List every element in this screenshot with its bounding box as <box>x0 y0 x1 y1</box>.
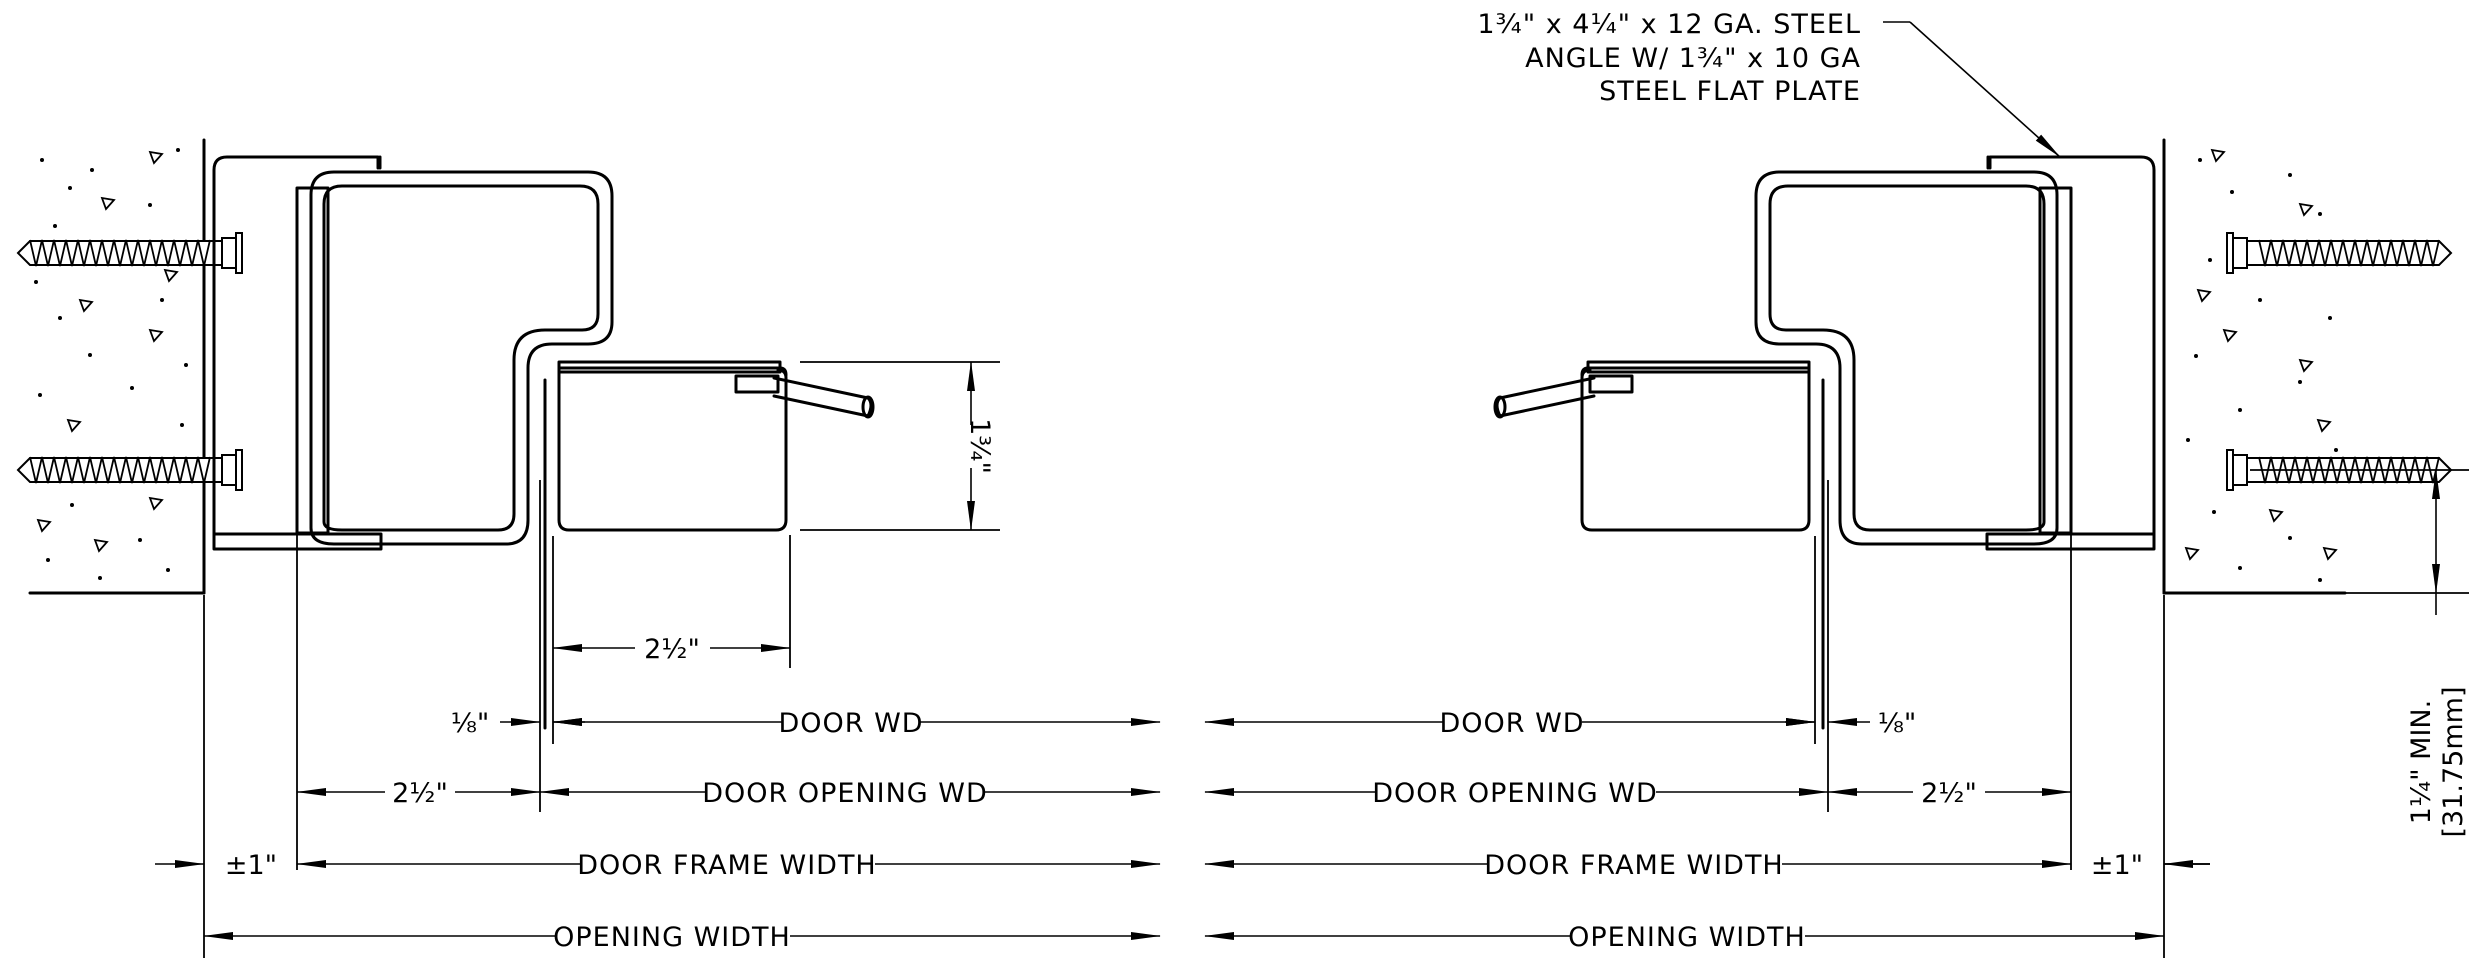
min-edge-metric-label: [31.75mm] <box>2438 687 2469 838</box>
door-wd-right-label: DOOR WD <box>1439 708 1584 739</box>
frame-depth-left-label: 2½" <box>392 778 448 809</box>
gap-right-label: ⅛" <box>1878 708 1917 739</box>
right-frame-profile <box>1754 170 2059 546</box>
door-thickness-label: 1¾" <box>964 418 995 474</box>
door-wd-left-label: DOOR WD <box>778 708 923 739</box>
door-opening-wd-right-label: DOOR OPENING WD <box>1372 778 1658 809</box>
callout-note: 1¾" x 4¼" x 12 GA. STEEL ANGLE W/ 1¾" x … <box>1477 9 1861 107</box>
opening-width-right-label: OPENING WIDTH <box>1568 922 1806 953</box>
right-jamb <box>1493 138 2452 730</box>
door-frame-width-left-label: DOOR FRAME WIDTH <box>577 850 877 881</box>
left-jamb <box>17 138 875 730</box>
min-edge-label: 1¼" MIN. <box>2406 700 2437 824</box>
left-concrete-wall <box>28 138 206 595</box>
right-upper-anchor-screw <box>2226 232 2452 274</box>
opening-width-left-label: OPENING WIDTH <box>553 922 791 953</box>
left-upper-anchor-screw <box>17 232 243 274</box>
gap-left-label: ⅛" <box>451 708 490 739</box>
right-steel-angle <box>1985 155 2156 551</box>
clearance-left-label: ±1" <box>225 850 277 881</box>
door-frame-width-right-label: DOOR FRAME WIDTH <box>1484 850 1784 881</box>
right-concrete-wall <box>2162 138 2347 595</box>
callout-line-2: ANGLE W/ 1¾" x 10 GA <box>1525 43 1861 74</box>
dimension-lines <box>155 21 2440 940</box>
left-door-leaf <box>543 360 875 730</box>
callout-line-3: STEEL FLAT PLATE <box>1599 76 1861 107</box>
clearance-right-label: ±1" <box>2091 850 2143 881</box>
callout-line-1: 1¾" x 4¼" x 12 GA. STEEL <box>1477 9 1861 40</box>
right-door-leaf <box>1493 360 1825 730</box>
frame-depth-right-label: 2½" <box>1921 778 1977 809</box>
left-lower-anchor-screw <box>17 449 243 491</box>
left-frame-profile <box>309 170 614 546</box>
door-opening-wd-left-label: DOOR OPENING WD <box>702 778 988 809</box>
door-inset-label: 2½" <box>644 634 700 665</box>
